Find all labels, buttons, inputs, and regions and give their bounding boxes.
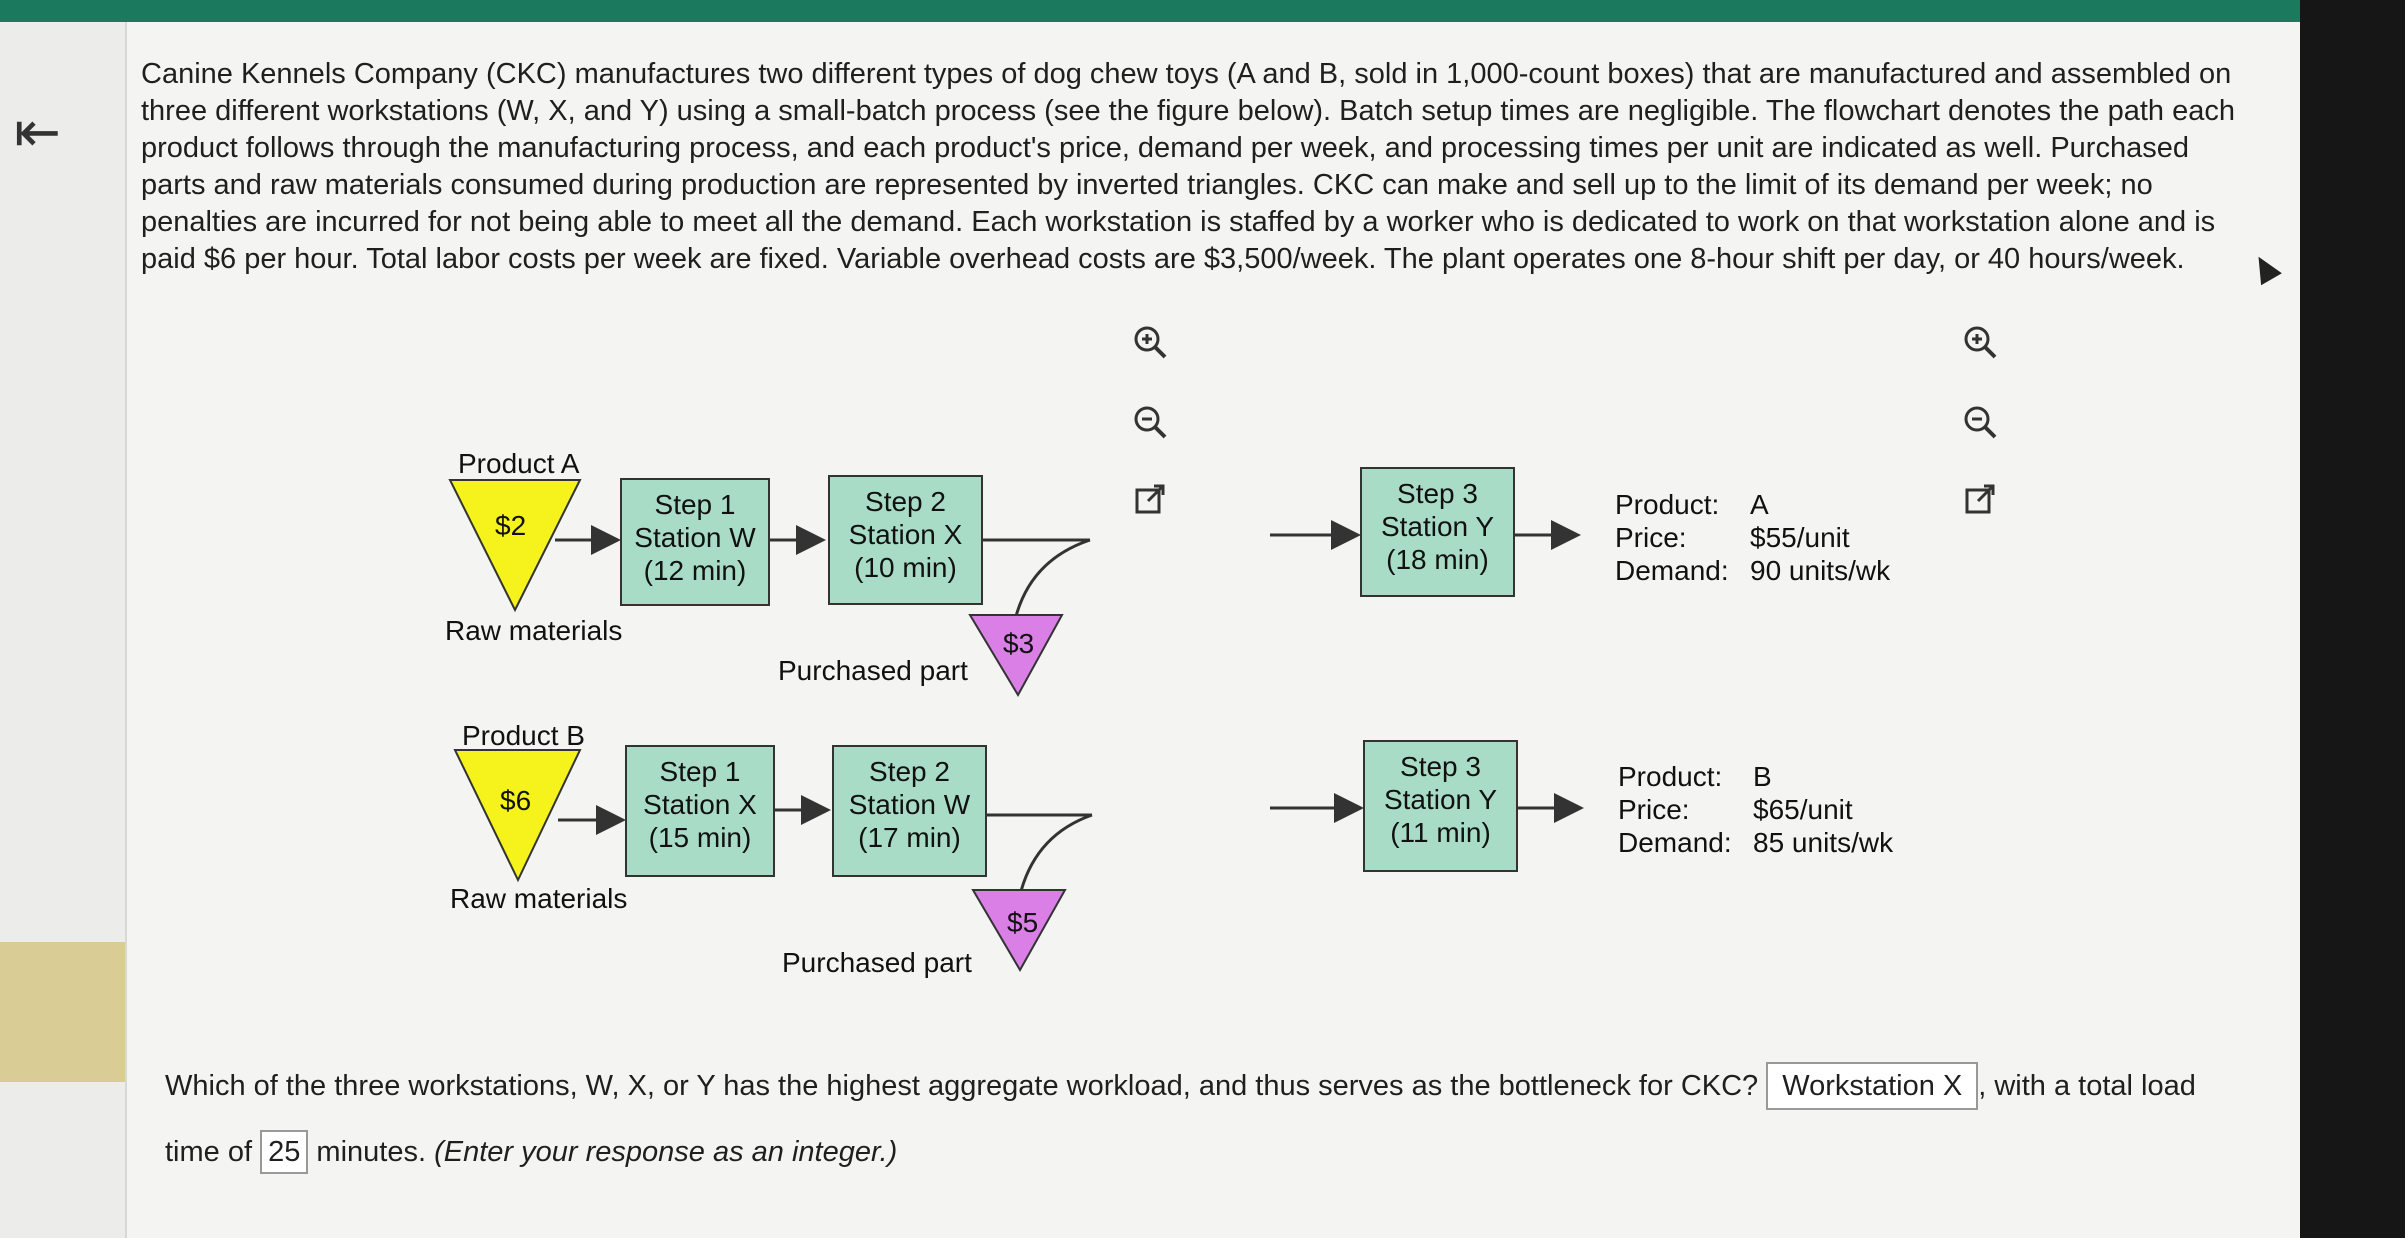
- info-value: 90 units/wk: [1750, 555, 1891, 586]
- time-label: (15 min): [648, 822, 752, 853]
- left-sidebar: ⇤: [0, 22, 127, 1238]
- step3-station-y-b: Step 3 Station Y (11 min): [1363, 740, 1518, 872]
- info-value: 85 units/wk: [1753, 827, 1894, 858]
- station-label: Station X: [643, 789, 757, 820]
- station-label: Station X: [848, 519, 963, 550]
- step-label: Step 1: [659, 756, 741, 787]
- purchased-cost-b: $5: [1007, 907, 1039, 938]
- step-label: Step 3: [1397, 478, 1478, 509]
- info-value: A: [1750, 489, 1769, 520]
- external-link-icon[interactable]: [1125, 474, 1175, 524]
- station-label: Station W: [848, 789, 971, 820]
- top-accent-bar: [0, 0, 2300, 22]
- step1-station-x-b: Step 1 Station X (15 min): [625, 745, 775, 877]
- screen-edge: [2300, 0, 2405, 1238]
- load-time-answer-field[interactable]: 25: [260, 1130, 309, 1174]
- question-hint: (Enter your response as an integer.): [434, 1136, 898, 1168]
- product-a-label: Product A: [458, 448, 580, 479]
- raw-cost-a: $2: [495, 510, 527, 541]
- question: Which of the three workstations, W, X, o…: [165, 1053, 2285, 1185]
- info-key: Price:: [1615, 522, 1687, 553]
- purchased-part-triangle-a: [968, 614, 1064, 698]
- question-text: time of: [165, 1136, 253, 1168]
- product-b-label: Product B: [462, 720, 585, 751]
- step-label: Step 1: [654, 489, 736, 520]
- info-value: $55/unit: [1750, 522, 1850, 553]
- raw-materials-label-b: Raw materials: [450, 883, 628, 914]
- time-label: (17 min): [858, 822, 961, 853]
- step2-station-w-b: Step 2 Station W (17 min): [832, 745, 987, 877]
- question-text: , with a total load: [1978, 1070, 2196, 1102]
- purchased-cost-a: $3: [1003, 628, 1035, 659]
- time-label: (12 min): [643, 555, 747, 586]
- station-label: Station Y: [1383, 784, 1498, 815]
- info-key: Product:: [1618, 761, 1723, 792]
- time-label: (10 min): [854, 552, 957, 583]
- problem-text: Canine Kennels Company (CKC) manufacture…: [141, 58, 2235, 275]
- step2-station-x-a: Step 2 Station X (10 min): [828, 475, 983, 605]
- purchased-part-triangle-b: [971, 889, 1067, 973]
- step1-station-w-a: Step 1 Station W (12 min): [620, 478, 770, 606]
- info-key: Demand:: [1618, 827, 1732, 858]
- zoom-in-icon[interactable]: [1955, 317, 2005, 367]
- info-key: Price:: [1618, 794, 1690, 825]
- station-label: Station Y: [1380, 511, 1495, 542]
- step3-station-y-a: Step 3 Station Y (18 min): [1360, 467, 1515, 597]
- raw-materials-label-a: Raw materials: [445, 615, 623, 646]
- info-key: Demand:: [1615, 555, 1729, 586]
- info-value: B: [1753, 761, 1772, 792]
- zoom-in-icon[interactable]: [1125, 317, 1175, 367]
- external-link-icon[interactable]: [1955, 474, 2005, 524]
- raw-cost-b: $6: [500, 785, 532, 816]
- process-flowchart: Product A $2 Raw materials Step 1 Statio…: [400, 410, 2050, 1010]
- step-label: Step 2: [865, 486, 946, 517]
- time-label: (18 min): [1386, 544, 1489, 575]
- purchased-part-label-b: Purchased part: [782, 947, 972, 978]
- question-text: Which of the three workstations, W, X, o…: [165, 1070, 1759, 1102]
- zoom-out-icon[interactable]: [1125, 397, 1175, 447]
- back-arrow-icon[interactable]: ⇤: [14, 100, 61, 163]
- product-b-info: Product: B Price: $65/unit Demand: 85 units…: [1618, 760, 1893, 859]
- product-a-info: Product: A Price: $55/unit Demand: 90 units…: [1615, 488, 1890, 587]
- bottleneck-answer-field[interactable]: Workstation X: [1766, 1062, 1979, 1110]
- time-label: (11 min): [1390, 817, 1491, 848]
- station-label: Station W: [634, 522, 756, 553]
- page-background: [0, 22, 2300, 1238]
- info-key: Product:: [1615, 489, 1720, 520]
- info-value: $65/unit: [1753, 794, 1853, 825]
- question-text: minutes.: [316, 1136, 427, 1168]
- raw-material-triangle-b: [453, 749, 582, 883]
- zoom-out-icon[interactable]: [1955, 397, 2005, 447]
- raw-material-triangle-a: [448, 479, 582, 613]
- step-label: Step 2: [869, 756, 950, 787]
- main-content: Canine Kennels Company (CKC) manufacture…: [125, 22, 2300, 1238]
- purchased-part-label-a: Purchased part: [778, 655, 968, 686]
- step-label: Step 3: [1400, 751, 1481, 782]
- sidebar-highlight: [0, 942, 125, 1082]
- flowchart-lines: [448, 479, 1584, 973]
